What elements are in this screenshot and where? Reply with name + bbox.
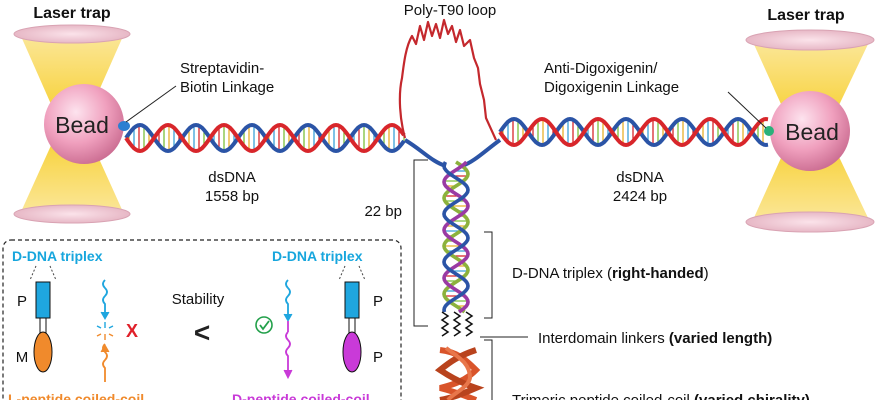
triplex-label-bold: right-handed bbox=[612, 265, 704, 282]
biotin-anchor-left bbox=[118, 121, 130, 131]
dpeptide-arrow-right bbox=[283, 369, 293, 380]
streptavidin-label-line2: Biotin Linkage bbox=[180, 79, 274, 96]
inset-right-title: D-DNA triplex bbox=[272, 248, 363, 264]
antidig-label-line1: Anti-Digoxigenin/ bbox=[544, 60, 658, 77]
streptavidin-label-line1: Streptavidin- bbox=[180, 60, 264, 77]
m-label-left: M bbox=[16, 349, 29, 366]
dsdna-left-bp: 1558 bp bbox=[205, 188, 259, 205]
triplex-label-prefix: D-DNA triplex ( bbox=[512, 265, 612, 282]
junction-strand-left bbox=[403, 138, 447, 168]
stability-comparison: < bbox=[194, 317, 210, 348]
digoxigenin-anchor-right bbox=[764, 126, 774, 136]
trap-disc-top-left bbox=[13, 24, 131, 44]
bead-left bbox=[44, 84, 124, 164]
ddna-arrow-left bbox=[100, 311, 110, 321]
check-icon bbox=[259, 320, 270, 331]
bracket-triplex bbox=[484, 231, 493, 319]
dsdna-left-helix bbox=[124, 122, 406, 154]
linkers-label: Interdomain linkers (varied length) bbox=[538, 330, 772, 347]
bp-22-label: 22 bp bbox=[364, 203, 402, 220]
bracket-22bp bbox=[413, 159, 428, 327]
break-burst bbox=[96, 322, 114, 340]
inset-left-title: D-DNA triplex bbox=[12, 248, 103, 264]
p-label-left: P bbox=[17, 293, 27, 310]
check-circle-icon bbox=[255, 316, 273, 334]
leader-antidig bbox=[727, 91, 767, 129]
lpeptide-label: L-peptide coiled-coil bbox=[8, 391, 144, 400]
laser-trap-right: Bead Laser trap bbox=[745, 7, 875, 233]
linker-block-right bbox=[348, 318, 356, 334]
strand-red bbox=[498, 116, 769, 148]
trap-disc-bottom-right bbox=[745, 211, 875, 233]
linkers-label-bold: (varied length) bbox=[669, 330, 772, 347]
trap-disc-top-right bbox=[745, 29, 875, 51]
bead-left-label: Bead bbox=[55, 112, 109, 138]
linker-right bbox=[464, 311, 474, 337]
tether-left-b bbox=[49, 265, 57, 281]
laser-trap-right-label: Laser trap bbox=[767, 7, 845, 24]
coiled-label-prefix: Trimeric peptide coiled-coil bbox=[512, 392, 694, 400]
peptide-helix-3 bbox=[444, 346, 473, 400]
dpeptide-label: D-peptide coiled-coil bbox=[232, 391, 370, 400]
linker-middle bbox=[452, 311, 462, 337]
ddna-block-left bbox=[35, 281, 51, 319]
peptide-coiled-coil bbox=[434, 346, 485, 400]
tether-left-a bbox=[29, 265, 37, 281]
lpeptide-block-left bbox=[33, 331, 53, 373]
ddna-block-right bbox=[344, 281, 360, 319]
linker-left bbox=[440, 311, 450, 337]
bead-right bbox=[770, 91, 850, 171]
junction-strand-right bbox=[461, 138, 502, 168]
peptide-helix-2 bbox=[434, 347, 485, 400]
dsdna-right-helix bbox=[498, 116, 769, 148]
triplex-label-suffix: ) bbox=[704, 265, 709, 282]
ddna-strand-left bbox=[102, 279, 108, 316]
triplex-label: D-DNA triplex (right-handed) bbox=[512, 265, 709, 282]
trap-disc-bottom-left bbox=[13, 204, 131, 224]
tether-right-b bbox=[358, 265, 366, 281]
bead-right-label: Bead bbox=[785, 119, 839, 145]
ddna-strand-right bbox=[285, 279, 291, 316]
triplex-strand-blue bbox=[442, 161, 470, 313]
leader-streptavidin bbox=[125, 85, 177, 123]
laser-trap-left: Bead Laser trap bbox=[13, 5, 131, 224]
poly-t90-loop bbox=[398, 18, 498, 141]
ddna-triplex bbox=[442, 160, 470, 314]
p-label-right-bottom: P bbox=[373, 349, 383, 366]
laser-cone-bottom-left bbox=[20, 130, 124, 214]
dsdna-right-name: dsDNA bbox=[616, 169, 664, 186]
triplex-strand-purple bbox=[442, 160, 470, 314]
dpeptide-strand-right bbox=[285, 331, 291, 372]
dpeptide-block-right bbox=[342, 331, 362, 373]
bracket-coiled-coil bbox=[484, 339, 493, 400]
ddna-arrow-right bbox=[283, 313, 293, 323]
p-label-right-top: P bbox=[373, 293, 383, 310]
laser-trap-left-label: Laser trap bbox=[33, 5, 111, 22]
coiled-coil-label: Trimeric peptide coiled-coil (varied chi… bbox=[512, 392, 810, 400]
stability-inset: D-DNA triplex D-DNA triplex P M X Stabil… bbox=[2, 239, 402, 400]
stability-label: Stability bbox=[172, 291, 225, 308]
dsdna-left-name: dsDNA bbox=[208, 169, 256, 186]
x-mark: X bbox=[126, 321, 138, 341]
lpeptide-arrow-left bbox=[100, 343, 110, 353]
linkers-label-prefix: Interdomain linkers bbox=[538, 330, 669, 347]
poly-t90-label: Poly-T90 loop bbox=[404, 2, 497, 19]
laser-cone-top-left bbox=[20, 34, 124, 120]
inset-border bbox=[2, 239, 402, 400]
strand-red bbox=[124, 122, 406, 154]
tether-right-a bbox=[338, 265, 346, 281]
antidig-label-line2: Digoxigenin Linkage bbox=[544, 79, 679, 96]
dsdna-right-bp: 2424 bp bbox=[613, 188, 667, 205]
coiled-label-bold: (varied chirality) bbox=[694, 392, 810, 400]
linker-block-left bbox=[39, 318, 47, 334]
